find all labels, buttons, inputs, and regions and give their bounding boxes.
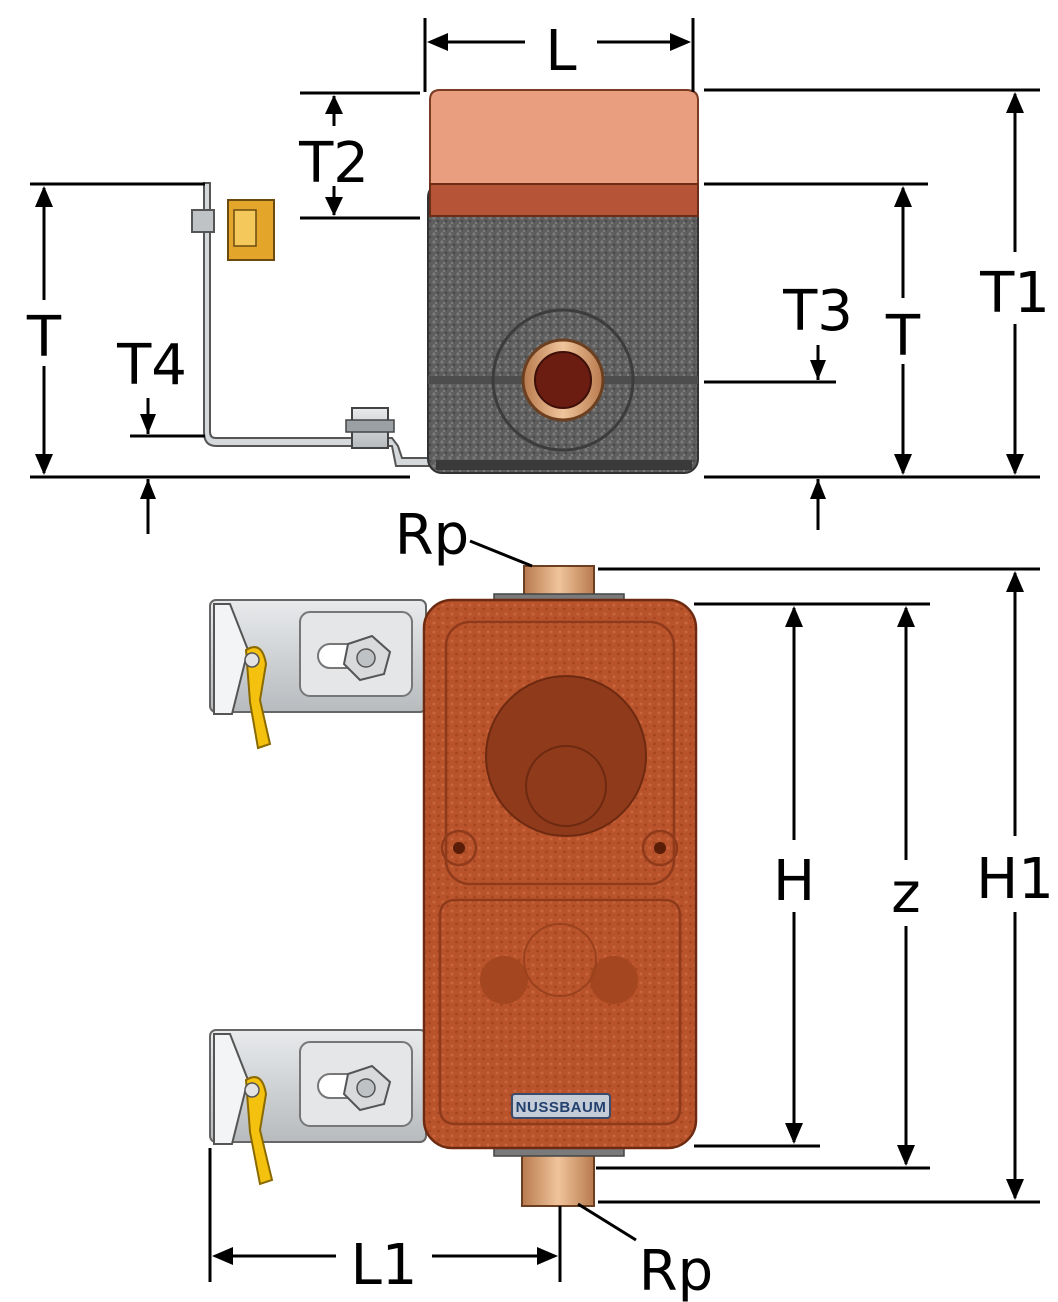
label-L: L (545, 19, 576, 84)
label-T2: T2 (298, 131, 369, 196)
dim-T2: T2 (296, 91, 420, 220)
label-T-right: T (885, 304, 921, 369)
dim-z: z (596, 602, 932, 1170)
lower-mounting-bracket (209, 1029, 427, 1186)
label-L1: L1 (351, 1233, 418, 1298)
top-view: L T2 T T4 (14, 18, 1054, 534)
dim-T-right: T (704, 182, 932, 475)
dim-L: L (423, 18, 695, 92)
label-T3: T3 (782, 279, 853, 344)
label-T4: T4 (116, 333, 187, 398)
dim-T1: T1 (704, 88, 1054, 479)
label-H1: H1 (976, 847, 1054, 912)
dim-H: H (694, 602, 826, 1148)
front-view: NUSSBAUM Rp H z (208, 503, 1058, 1302)
dim-L1: L1 (208, 1148, 562, 1298)
dim-T-left: T (14, 182, 410, 479)
dim-T4: T4 (116, 333, 205, 534)
upper-mounting-bracket (209, 599, 427, 750)
label-Rp-top: Rp (395, 503, 469, 568)
mounting-bracket-side (191, 182, 677, 467)
label-T-left: T (26, 305, 62, 370)
label-H: H (773, 849, 815, 914)
bottom-pipe-connection (521, 1149, 595, 1207)
label-Rp-bottom: Rp (639, 1239, 713, 1302)
label-T1: T1 (979, 261, 1050, 326)
dim-H1: H1 (598, 567, 1058, 1204)
dim-Rp-bottom: Rp (577, 1202, 713, 1302)
label-z: z (891, 861, 920, 926)
brand-logo: NUSSBAUM (516, 1099, 607, 1116)
dim-Rp-top: Rp (395, 503, 533, 568)
housing-side-view (427, 89, 699, 474)
housing-front-view: NUSSBAUM (422, 598, 698, 1150)
dim-T3: T3 (704, 279, 930, 530)
